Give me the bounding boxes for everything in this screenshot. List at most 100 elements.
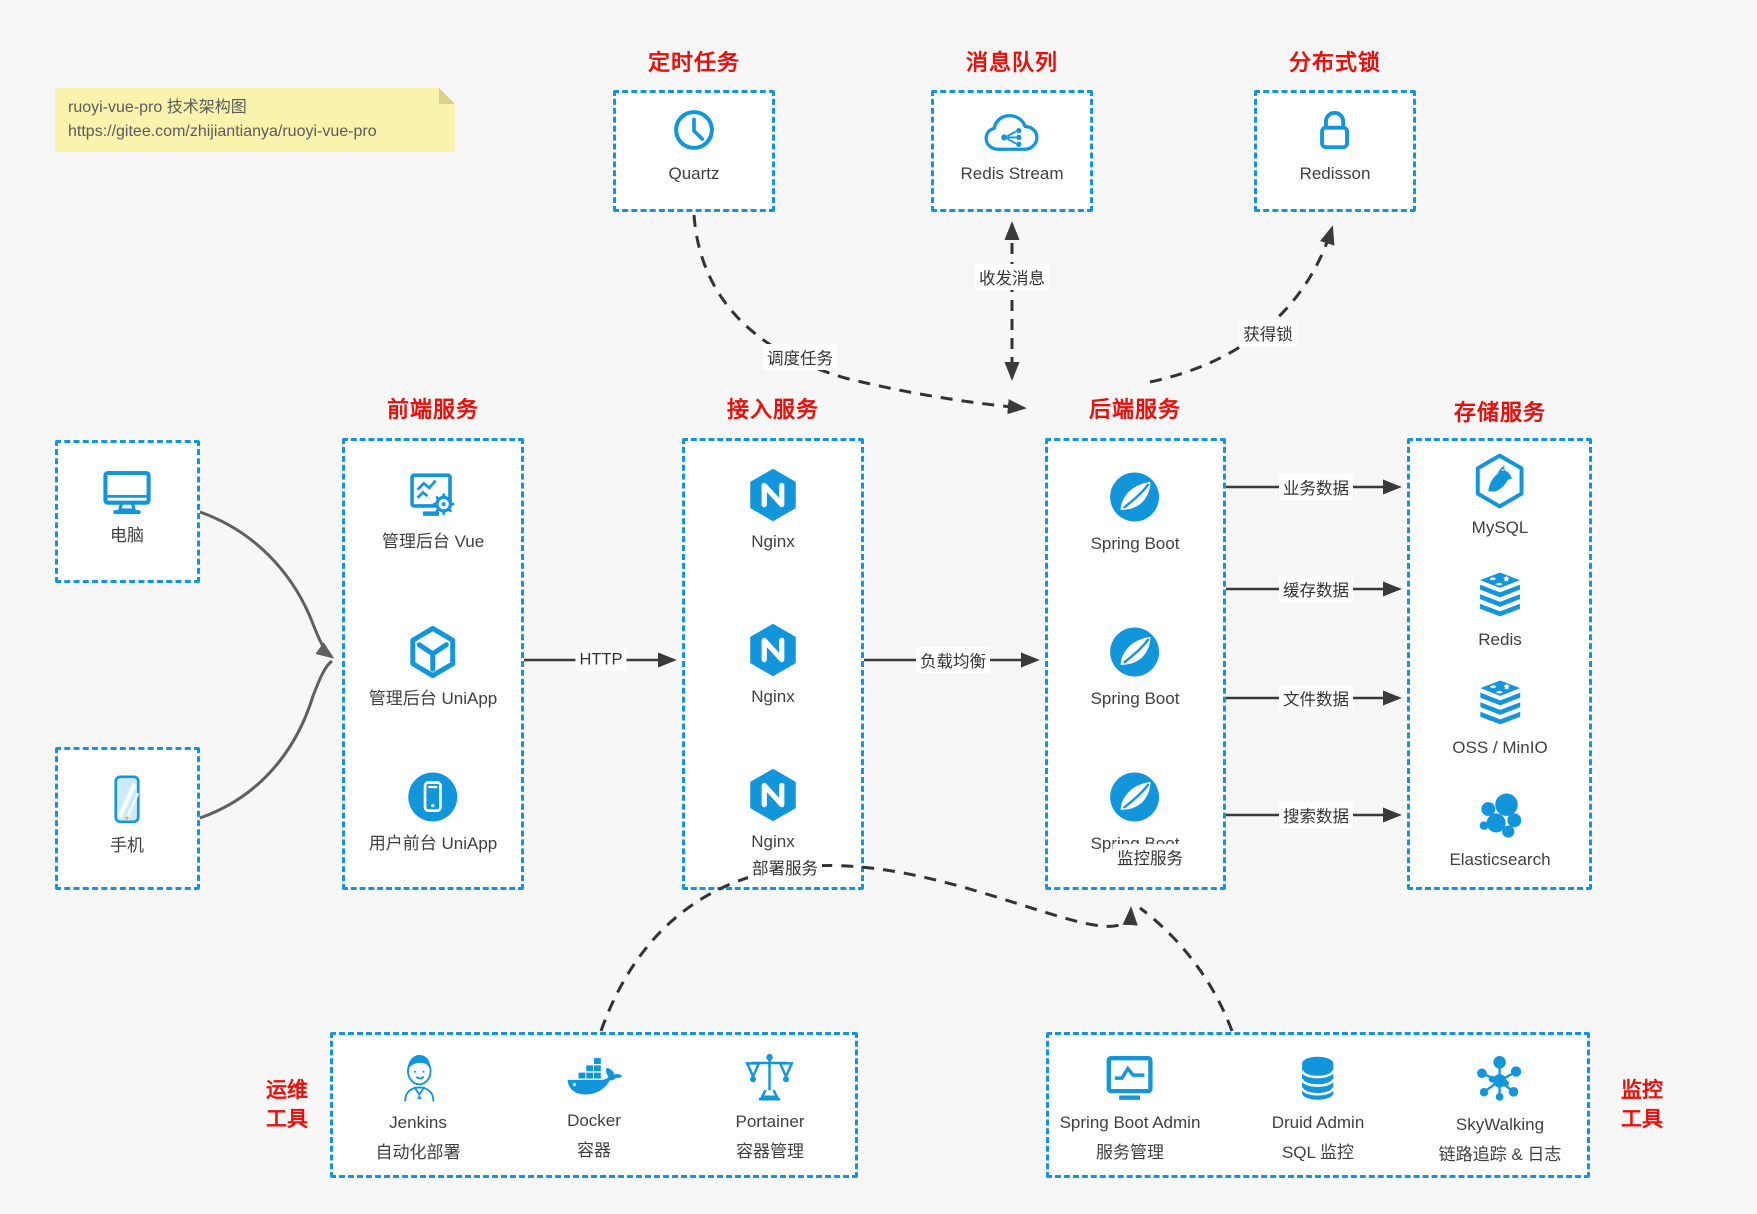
- druid-admin-desc: SQL 监控: [1281, 1142, 1355, 1162]
- spring-boot-item-2: Spring Boot: [1090, 623, 1180, 711]
- portainer-desc: 容器管理: [735, 1141, 804, 1161]
- admin-dashboard-icon: [404, 468, 462, 524]
- quartz-label: Quartz: [668, 164, 720, 183]
- redisson-item: Redisson: [1299, 104, 1371, 186]
- title-scheduled-task: 定时任务: [647, 50, 741, 75]
- mobile-client-label: 手机: [110, 836, 144, 855]
- oss-stack-icon: [1471, 678, 1529, 730]
- nginx-item-1: Nginx: [745, 466, 801, 554]
- skywalking-item: SkyWalking 链路追踪 & 日志: [1439, 1053, 1561, 1167]
- redis-stream-item: Redis Stream: [960, 108, 1064, 186]
- admin-uniapp-label: 管理后台 UniApp: [368, 689, 498, 708]
- uniapp-phone-icon: [404, 768, 462, 826]
- note-url: https://gitee.com/zhijiantianya/ruoyi-vu…: [68, 123, 377, 140]
- docker-desc: 容器: [577, 1140, 611, 1160]
- nginx-label: Nginx: [751, 532, 795, 551]
- cloud-share-icon: [983, 108, 1041, 156]
- note-title: ruoyi-vue-pro 技术架构图: [68, 99, 247, 116]
- mysql-label: MySQL: [1471, 518, 1529, 537]
- oss-minio-label: OSS / MinIO: [1452, 738, 1548, 757]
- sba-monitor-icon: [1102, 1053, 1158, 1105]
- docker-name: Docker: [567, 1111, 621, 1130]
- nginx-item-2: Nginx: [745, 621, 801, 709]
- title-frontend: 前端服务: [386, 397, 480, 422]
- nginx-label: Nginx: [751, 832, 795, 851]
- edge-acquire-lock: [1149, 225, 1335, 384]
- uniapp-cube-icon: [404, 623, 462, 681]
- docker-item: Docker 容器: [564, 1055, 624, 1163]
- redis-stream-label: Redis Stream: [960, 164, 1064, 183]
- file-data-label: 文件数据: [1279, 685, 1353, 711]
- nginx-icon: [745, 621, 801, 679]
- spring-icon: [1106, 468, 1164, 526]
- edge-deploy-service: [599, 863, 1138, 1032]
- spring-icon: [1106, 768, 1164, 826]
- business-data-label: 业务数据: [1279, 474, 1353, 500]
- user-uniapp-label: 用户前台 UniApp: [368, 834, 498, 853]
- monitor-service-label: 监控服务: [1113, 844, 1187, 870]
- oss-minio-item: OSS / MinIO: [1452, 678, 1548, 760]
- distributed-lock-box: [1254, 90, 1416, 212]
- redisson-label: Redisson: [1299, 164, 1371, 183]
- mobile-icon: [103, 772, 151, 828]
- http-label: HTTP: [575, 649, 627, 671]
- portainer-name: Portainer: [735, 1112, 805, 1131]
- redis-label: Redis: [1478, 630, 1522, 649]
- portainer-item: Portainer 容器管理: [735, 1052, 805, 1164]
- spring-boot-admin-item: Spring Boot Admin 服务管理: [1059, 1053, 1201, 1165]
- jenkins-name: Jenkins: [389, 1113, 447, 1132]
- edge-pc-to-frontend: [199, 510, 335, 659]
- sticky-note: ruoyi-vue-pro 技术架构图 https://gitee.com/zh…: [55, 88, 455, 152]
- title-backend: 后端服务: [1088, 397, 1182, 422]
- admin-vue-label: 管理后台 Vue: [381, 532, 485, 551]
- search-data-label: 搜索数据: [1279, 802, 1353, 828]
- spring-boot-admin-desc: 服务管理: [1096, 1142, 1164, 1162]
- nginx-item-3: Nginx: [745, 766, 801, 854]
- spring-icon: [1106, 623, 1164, 681]
- deploy-service-label: 部署服务: [748, 854, 822, 880]
- nginx-icon: [745, 466, 801, 524]
- spring-boot-item-1: Spring Boot: [1090, 468, 1180, 556]
- user-uniapp-item: 用户前台 UniApp: [369, 768, 497, 856]
- jenkins-icon: [393, 1051, 443, 1105]
- skywalking-icon: [1473, 1053, 1527, 1107]
- monitor-label-line1: 监控: [1621, 1079, 1663, 1102]
- elasticsearch-item: Elasticsearch: [1449, 790, 1551, 872]
- mobile-client-item: 手机: [103, 772, 151, 858]
- druid-admin-name: Druid Admin: [1271, 1113, 1365, 1132]
- title-message-queue: 消息队列: [965, 50, 1059, 75]
- monitor-tools-side-label: 监控 工具: [1621, 1076, 1663, 1134]
- spring-boot-label: Spring Boot: [1090, 689, 1180, 708]
- druid-admin-item: Druid Admin SQL 监控: [1271, 1053, 1365, 1165]
- admin-vue-item: 管理后台 Vue: [382, 468, 484, 554]
- skywalking-name: SkyWalking: [1455, 1115, 1545, 1134]
- lock-icon: [1310, 104, 1360, 156]
- load-balance-label: 负载均衡: [916, 647, 990, 673]
- quartz-item: Quartz: [668, 104, 720, 186]
- mysql-item: MySQL: [1471, 452, 1529, 540]
- monitor-label-line2: 工具: [1621, 1108, 1663, 1131]
- spring-boot-admin-name: Spring Boot Admin: [1059, 1113, 1201, 1132]
- docker-icon: [564, 1055, 624, 1103]
- portainer-icon: [744, 1052, 796, 1104]
- title-distributed-lock: 分布式锁: [1288, 50, 1382, 75]
- jenkins-item: Jenkins 自动化部署: [376, 1051, 461, 1165]
- send-receive-message-label: 收发消息: [975, 264, 1049, 290]
- nginx-label: Nginx: [751, 687, 795, 706]
- nginx-icon: [745, 766, 801, 824]
- schedule-task-label: 调度任务: [763, 344, 837, 370]
- acquire-lock-label: 获得锁: [1239, 320, 1297, 346]
- title-gateway: 接入服务: [726, 397, 820, 422]
- jenkins-desc: 自动化部署: [375, 1142, 461, 1162]
- spring-boot-label: Spring Boot: [1090, 534, 1180, 553]
- cache-data-label: 缓存数据: [1279, 576, 1353, 602]
- desktop-icon: [98, 464, 156, 518]
- message-queue-box: [931, 90, 1093, 212]
- edge-mobile-to-frontend: [199, 659, 333, 820]
- edge-monitor-service: [1139, 906, 1234, 1032]
- druid-db-icon: [1293, 1053, 1343, 1105]
- title-storage: 存储服务: [1453, 400, 1547, 425]
- redis-stack-icon: [1471, 570, 1529, 622]
- mysql-icon: [1472, 452, 1528, 510]
